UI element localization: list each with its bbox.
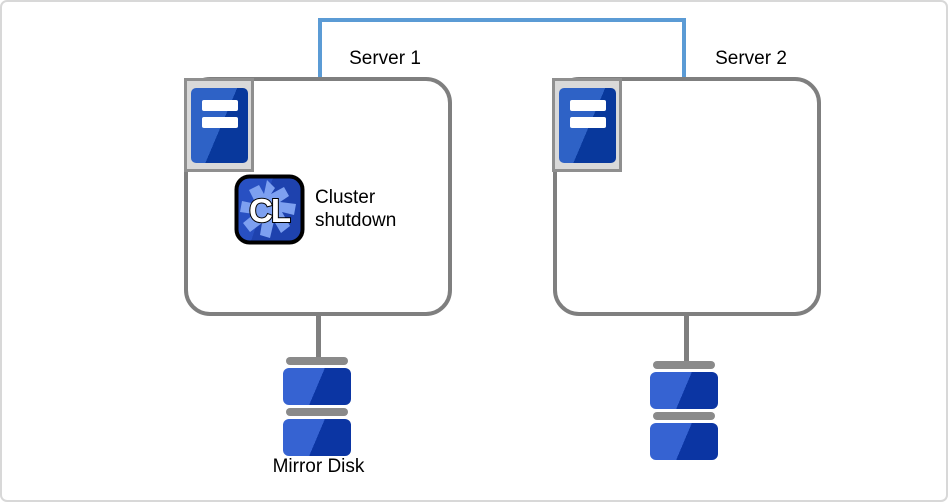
- cluster-app-icon-letters: CL: [249, 192, 291, 229]
- cluster-gear-shape: [240, 180, 296, 238]
- disk-cap: [653, 412, 715, 420]
- tower-slot: [201, 99, 238, 111]
- server1-label: Server 1: [349, 48, 421, 69]
- disk-connector-line: [684, 312, 689, 366]
- tower-slot: [569, 116, 606, 128]
- tower-slot: [569, 99, 606, 111]
- cluster-app-icon: CL: [234, 174, 305, 245]
- server-tower-icon: [184, 78, 254, 172]
- disk-stack-icon: [650, 361, 718, 460]
- server-tower-body: [558, 87, 616, 163]
- server2-label: Server 2: [715, 48, 787, 69]
- server-tower-icon: [552, 78, 622, 172]
- disk-platter: [650, 423, 718, 460]
- disk-platter: [650, 372, 718, 409]
- tower-slot: [201, 116, 238, 128]
- interconnect-line: [318, 18, 686, 78]
- disk-platter: [283, 419, 351, 456]
- cluster-status-label: Cluster shutdown: [315, 187, 397, 231]
- disk-cap: [286, 357, 348, 365]
- server-tower-body: [190, 87, 248, 163]
- disk-cap: [286, 408, 348, 416]
- disk-stack-icon: [283, 357, 351, 456]
- disk-cap: [653, 361, 715, 369]
- disk-platter: [283, 368, 351, 405]
- disk-connector-line: [316, 312, 321, 362]
- mirror-disk-label: Mirror Disk: [272, 456, 365, 477]
